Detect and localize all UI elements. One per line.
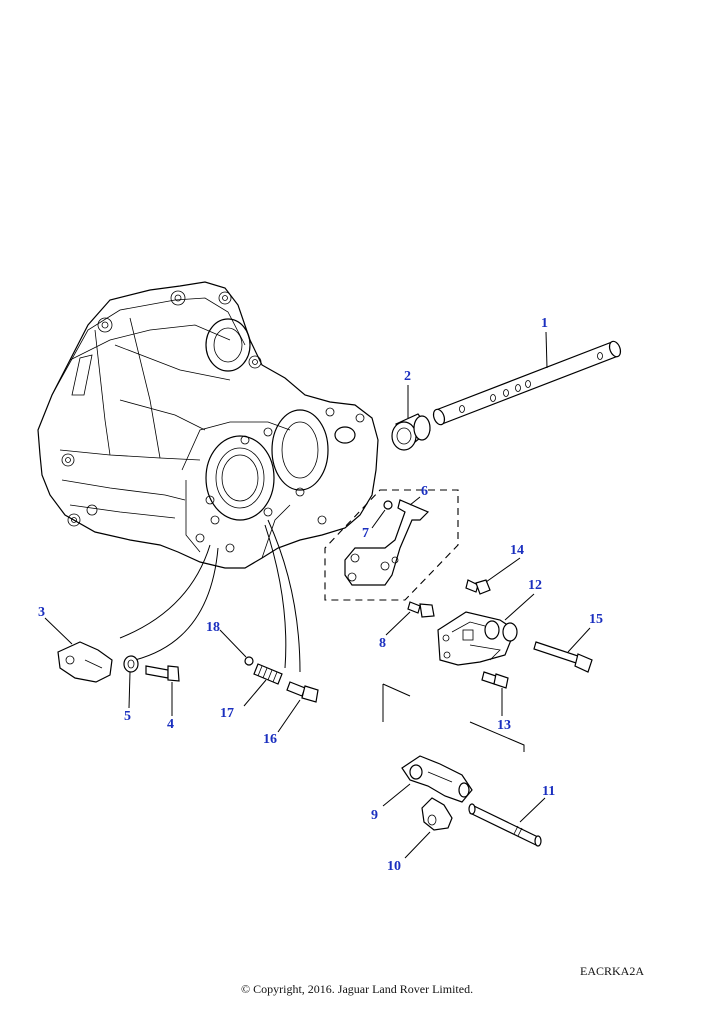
part-10-selector <box>421 797 453 831</box>
part-14-bolt <box>465 579 491 595</box>
callout-10: 10 <box>387 859 401 874</box>
part-9-interlock <box>401 755 473 803</box>
callout-2: 2 <box>404 369 411 384</box>
part-17-spring <box>253 663 283 685</box>
leader-lines <box>44 331 591 859</box>
part-6-bracket <box>344 499 430 586</box>
part-1-selector-shaft <box>432 340 622 426</box>
part-11-rod <box>468 803 542 847</box>
callout-7: 7 <box>362 526 369 541</box>
callout-11: 11 <box>542 784 556 799</box>
callout-1: 1 <box>541 316 548 331</box>
part-13-bolt <box>481 671 509 689</box>
callout-12: 12 <box>528 578 542 593</box>
part-16-plug <box>286 681 319 703</box>
part-6-group-outline <box>324 489 459 601</box>
callout-9: 9 <box>371 808 378 823</box>
callout-6: 6 <box>421 484 428 499</box>
callout-17: 17 <box>220 706 234 721</box>
part-3-switch <box>57 641 113 683</box>
part-15-long-bolt <box>533 641 593 673</box>
part-2-oil-seal <box>391 413 431 451</box>
callout-13: 13 <box>497 718 511 733</box>
callout-18: 18 <box>206 620 220 635</box>
callout-16: 16 <box>263 732 277 747</box>
callout-4: 4 <box>167 717 174 732</box>
callout-5: 5 <box>124 709 131 724</box>
callout-3: 3 <box>38 605 45 620</box>
part-8-bolt <box>407 601 435 618</box>
part-12-selector-housing <box>437 611 518 666</box>
figure-code: EACRKA2A <box>580 964 645 978</box>
callout-8: 8 <box>379 636 386 651</box>
callout-14: 14 <box>510 543 524 558</box>
part-18-ball <box>244 656 254 666</box>
transmission-housing <box>37 281 379 569</box>
part-7-ball <box>383 500 393 510</box>
callout-15: 15 <box>589 612 603 627</box>
part-4-bolt <box>145 665 180 682</box>
part-5-washer <box>123 655 139 673</box>
copyright-notice: © Copyright, 2016. Jaguar Land Rover Lim… <box>241 982 474 996</box>
